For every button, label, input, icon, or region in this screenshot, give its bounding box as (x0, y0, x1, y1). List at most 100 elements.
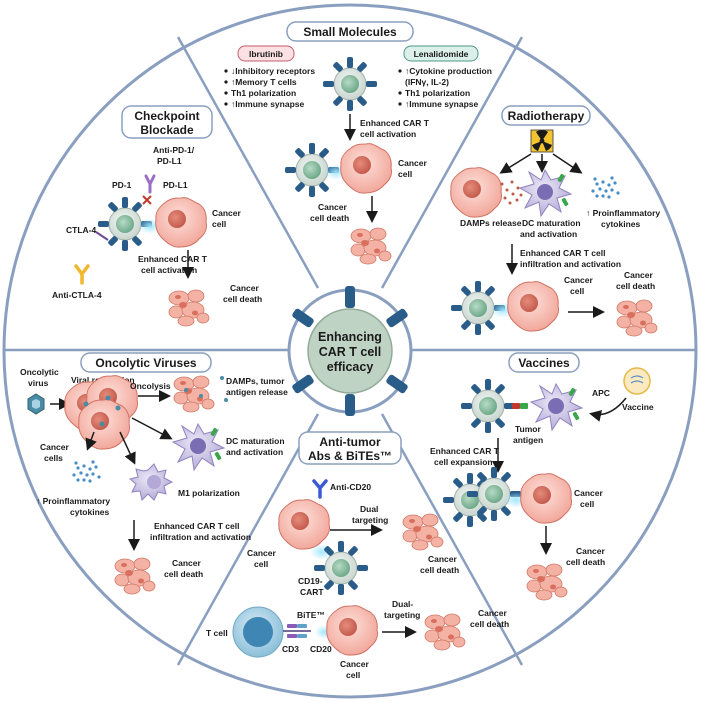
radiation-icon (530, 129, 554, 153)
small-molecules-result-line1: Enhanced CAR T (360, 118, 430, 128)
oncolytic-title: Oncolytic Viruses (95, 356, 196, 370)
sector-dividers (5, 36, 696, 666)
small-molecules-title: Small Molecules (303, 25, 397, 39)
anti-ctla4-label: Anti-CTLA-4 (52, 290, 102, 300)
ibrutinib-effect-4: ↑Immune synapse (231, 99, 304, 109)
vaccines-result-line1: Enhanced CAR T (430, 446, 500, 456)
small-molecules-section: Small Molecules Ibrutinib Lenalidomide ↓… (224, 21, 492, 265)
cd20-label: CD20 (310, 644, 332, 654)
checkpoint-blockade-section: Checkpoint Blockade Anti-PD-1/ PD-L1 PD-… (52, 105, 262, 327)
block-x-icon (142, 195, 152, 205)
antitumor-cancer-left-line2: cell (254, 559, 268, 569)
oncolytic-cancer-line2: cells (44, 453, 63, 463)
radiotherapy-cytokines-line1: ↑ Proinflammatory (586, 208, 660, 218)
oncolytic-dc-line2: and activation (226, 447, 283, 457)
small-molecules-death-line2: cell death (310, 213, 349, 223)
radiotherapy-cytokines-line2: cytokines (601, 219, 640, 229)
vaccines-death-line1: Cancer (576, 546, 606, 556)
oncolytic-death-line1: Cancer (172, 558, 202, 568)
antitumor-cancer-bottom-line1: Cancer (340, 659, 370, 669)
anti-cd20-antibody-icon (312, 479, 328, 499)
antitumor-cancer-bottom-line2: cell (346, 670, 360, 680)
cancer-cell (507, 281, 560, 332)
t-cell-label: T cell (206, 628, 228, 638)
radiotherapy-title: Radiotherapy (508, 109, 585, 123)
checkpoint-death-line2: cell death (223, 294, 262, 304)
checkpoint-title-line2: Blockade (140, 123, 194, 137)
antitumor-title-line2: Abs & BiTEs™ (308, 449, 392, 463)
center-hub: Enhancing CAR T cell efficacy (287, 286, 413, 416)
oncolysis-label: Oncolysis (130, 381, 171, 391)
dual-targeting-1-line2: targeting (352, 515, 388, 525)
center-title-line2: CAR T cell (319, 345, 382, 359)
antitumor-death2-line1: Cancer (478, 608, 508, 618)
oncolytic-dc-line1: DC maturation (226, 436, 285, 446)
ibrutinib-label: Ibrutinib (249, 49, 283, 59)
radiotherapy-result-line1: Enhanced CAR T cell (520, 248, 606, 258)
oncolytic-damps-line1: DAMPs, tumor (226, 376, 285, 386)
radiotherapy-section: Radiotherapy DAMPs release DC maturation… (450, 105, 660, 337)
anti-cd20-label: Anti-CD20 (330, 482, 371, 492)
cd19-cart-line2: CART (300, 587, 324, 597)
pd1-label: PD-1 (112, 180, 132, 190)
small-molecules-cancer-line2: cell (398, 169, 412, 179)
lenalidomide-effect-3: Th1 polarization (405, 88, 470, 98)
checkpoint-result-line2: cell activation (141, 265, 197, 275)
dual-targeting-2-line2: targeting (384, 610, 420, 620)
radiotherapy-cancer-line2: cell (570, 286, 584, 296)
oncolytic-virus-line2: virus (28, 378, 49, 388)
pdl1-label: PD-L1 (163, 180, 188, 190)
ctla4-label: CTLA-4 (66, 225, 96, 235)
vaccines-result-line2: cell expansion (434, 457, 493, 467)
anti-pd1-antibody-icon (144, 174, 156, 194)
cd3-label: CD3 (282, 644, 299, 654)
apc-label: APC (592, 388, 610, 398)
virus-icon (27, 393, 45, 415)
cancer-cell (450, 167, 503, 218)
ibrutinib-effects: ↓Inhibitory receptors ↑Memory T cells Th… (224, 66, 315, 109)
ibrutinib-effect-1: ↓Inhibitory receptors (231, 66, 315, 76)
oncolytic-death-line2: cell death (164, 569, 203, 579)
oncolytic-cancer-line1: Cancer (40, 442, 70, 452)
anti-ctla4-antibody-icon (74, 264, 90, 285)
checkpoint-result-line1: Enhanced CAR T (138, 254, 208, 264)
oncolytic-result-line2: infiltration and activation (150, 532, 251, 542)
oncolytic-result-line1: Enhanced CAR T cell (154, 521, 240, 531)
anti-pd1-label-line1: Anti-PD-1/ (153, 145, 195, 155)
checkpoint-death-line1: Cancer (230, 283, 260, 293)
m1-polarization-label: M1 polarization (178, 488, 240, 498)
antitumor-death2-line2: cell death (470, 619, 509, 629)
bite-molecule-icon (283, 624, 311, 638)
radiotherapy-cancer-line1: Cancer (564, 275, 594, 285)
lenalidomide-label: Lenalidomide (414, 49, 469, 59)
ibrutinib-effect-3: Th1 polarization (231, 88, 296, 98)
oncolytic-virus-line1: Oncolytic (20, 367, 59, 377)
oncolytic-cytokines-line1: ↑ Proinflammatory (36, 496, 110, 506)
dual-targeting-1-line1: Dual (360, 504, 378, 514)
checkpoint-cancer-line1: Cancer (212, 208, 242, 218)
tumor-antigen-line1: Tumor (515, 424, 542, 434)
lenalidomide-effect-1: ↑Cytokine production (405, 66, 492, 76)
cancer-cell (326, 605, 379, 656)
antitumor-cancer-left-line1: Cancer (247, 548, 277, 558)
radiotherapy-death-line1: Cancer (624, 270, 654, 280)
vaccines-title: Vaccines (518, 356, 570, 370)
dc-maturation-line1: DC maturation (522, 218, 581, 228)
bite-label: BiTE™ (297, 610, 325, 620)
antitumor-title-line1: Anti-tumor (319, 435, 381, 449)
ibrutinib-effect-2: ↑Memory T cells (231, 77, 297, 87)
vaccine-label: Vaccine (622, 402, 654, 412)
anti-pd1-label-line2: PD-L1 (157, 156, 182, 166)
cancer-cell (340, 143, 393, 194)
lenalidomide-effect-2: (IFNγ, IL-2) (405, 77, 449, 87)
antitumor-death1-line1: Cancer (428, 554, 458, 564)
lenalidomide-effect-4: ↑Immune synapse (405, 99, 478, 109)
small-molecules-result-line2: cell activation (360, 129, 416, 139)
cancer-cell (155, 197, 208, 248)
checkpoint-title-line1: Checkpoint (134, 109, 199, 123)
radiotherapy-result-line2: infiltration and activation (520, 259, 621, 269)
cancer-cell (520, 473, 573, 524)
antitumor-death1-line2: cell death (420, 565, 459, 575)
